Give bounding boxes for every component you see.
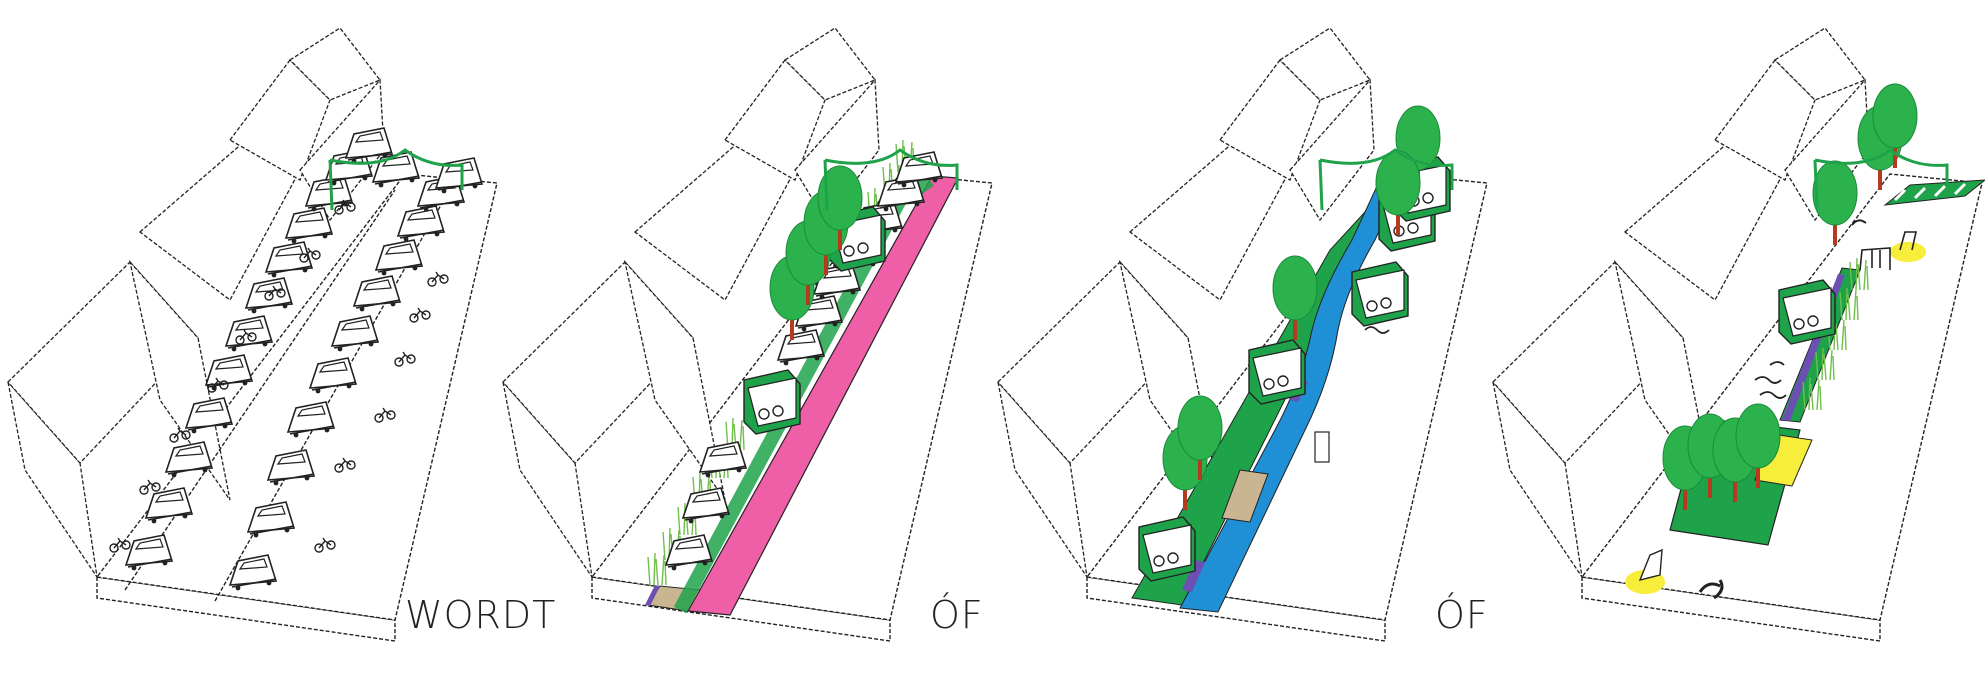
label-of-2: ÓF: [1435, 593, 1489, 637]
label-wordt: WORDT: [405, 593, 557, 637]
panel-green: [1491, 27, 1985, 642]
panel-pink: [501, 27, 993, 642]
label-of-1: ÓF: [930, 593, 984, 637]
panel-blue: [996, 27, 1488, 642]
panel-cars: [6, 27, 498, 642]
